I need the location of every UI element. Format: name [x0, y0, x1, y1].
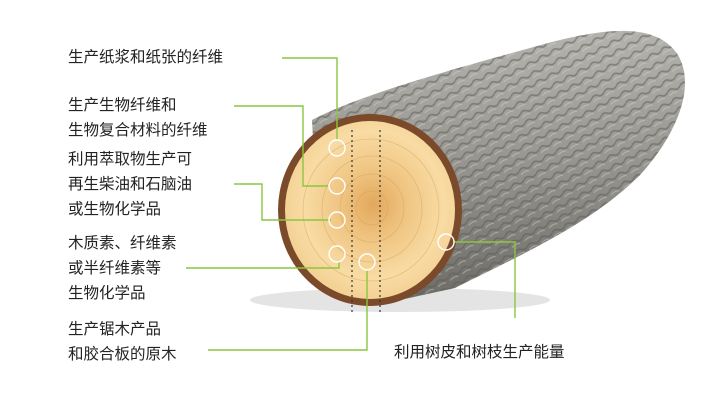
marker-extract — [328, 211, 346, 229]
label-extract-biodiesel: 利用萃取物生产可 再生柴油和石脑油 或生物化学品 — [68, 150, 193, 218]
label-bark-branches-energy: 利用树皮和树枝生产能量 — [394, 343, 565, 361]
growth-rings — [302, 138, 440, 282]
markers — [328, 139, 455, 271]
marker-biofiber — [328, 177, 346, 195]
leader-extract — [234, 183, 331, 221]
leader-bark — [454, 241, 516, 318]
leader-sawn — [208, 270, 368, 351]
cut-face-wood — [285, 121, 455, 299]
label-lignin-hemicellulose: 木质素、纤维素 或半纤维素等 生物化学品 — [68, 234, 177, 302]
marker-bark — [437, 233, 455, 251]
marker-sawn — [358, 253, 376, 271]
leader-lines — [186, 57, 516, 351]
leader-lignin — [186, 262, 340, 269]
label-bio-fiber-composite: 生产生物纤维和 生物复合材料的纤维 — [68, 96, 208, 139]
marker-lignin — [328, 245, 346, 263]
leader-biofiber — [234, 105, 329, 187]
leader-pulp — [282, 57, 338, 140]
label-sawn-plywood: 生产锯木产品 和胶合板的原木 — [68, 320, 177, 363]
marker-pulp — [328, 139, 346, 157]
label-pulp-paper-fiber: 生产纸浆和纸张的纤维 — [68, 48, 224, 66]
